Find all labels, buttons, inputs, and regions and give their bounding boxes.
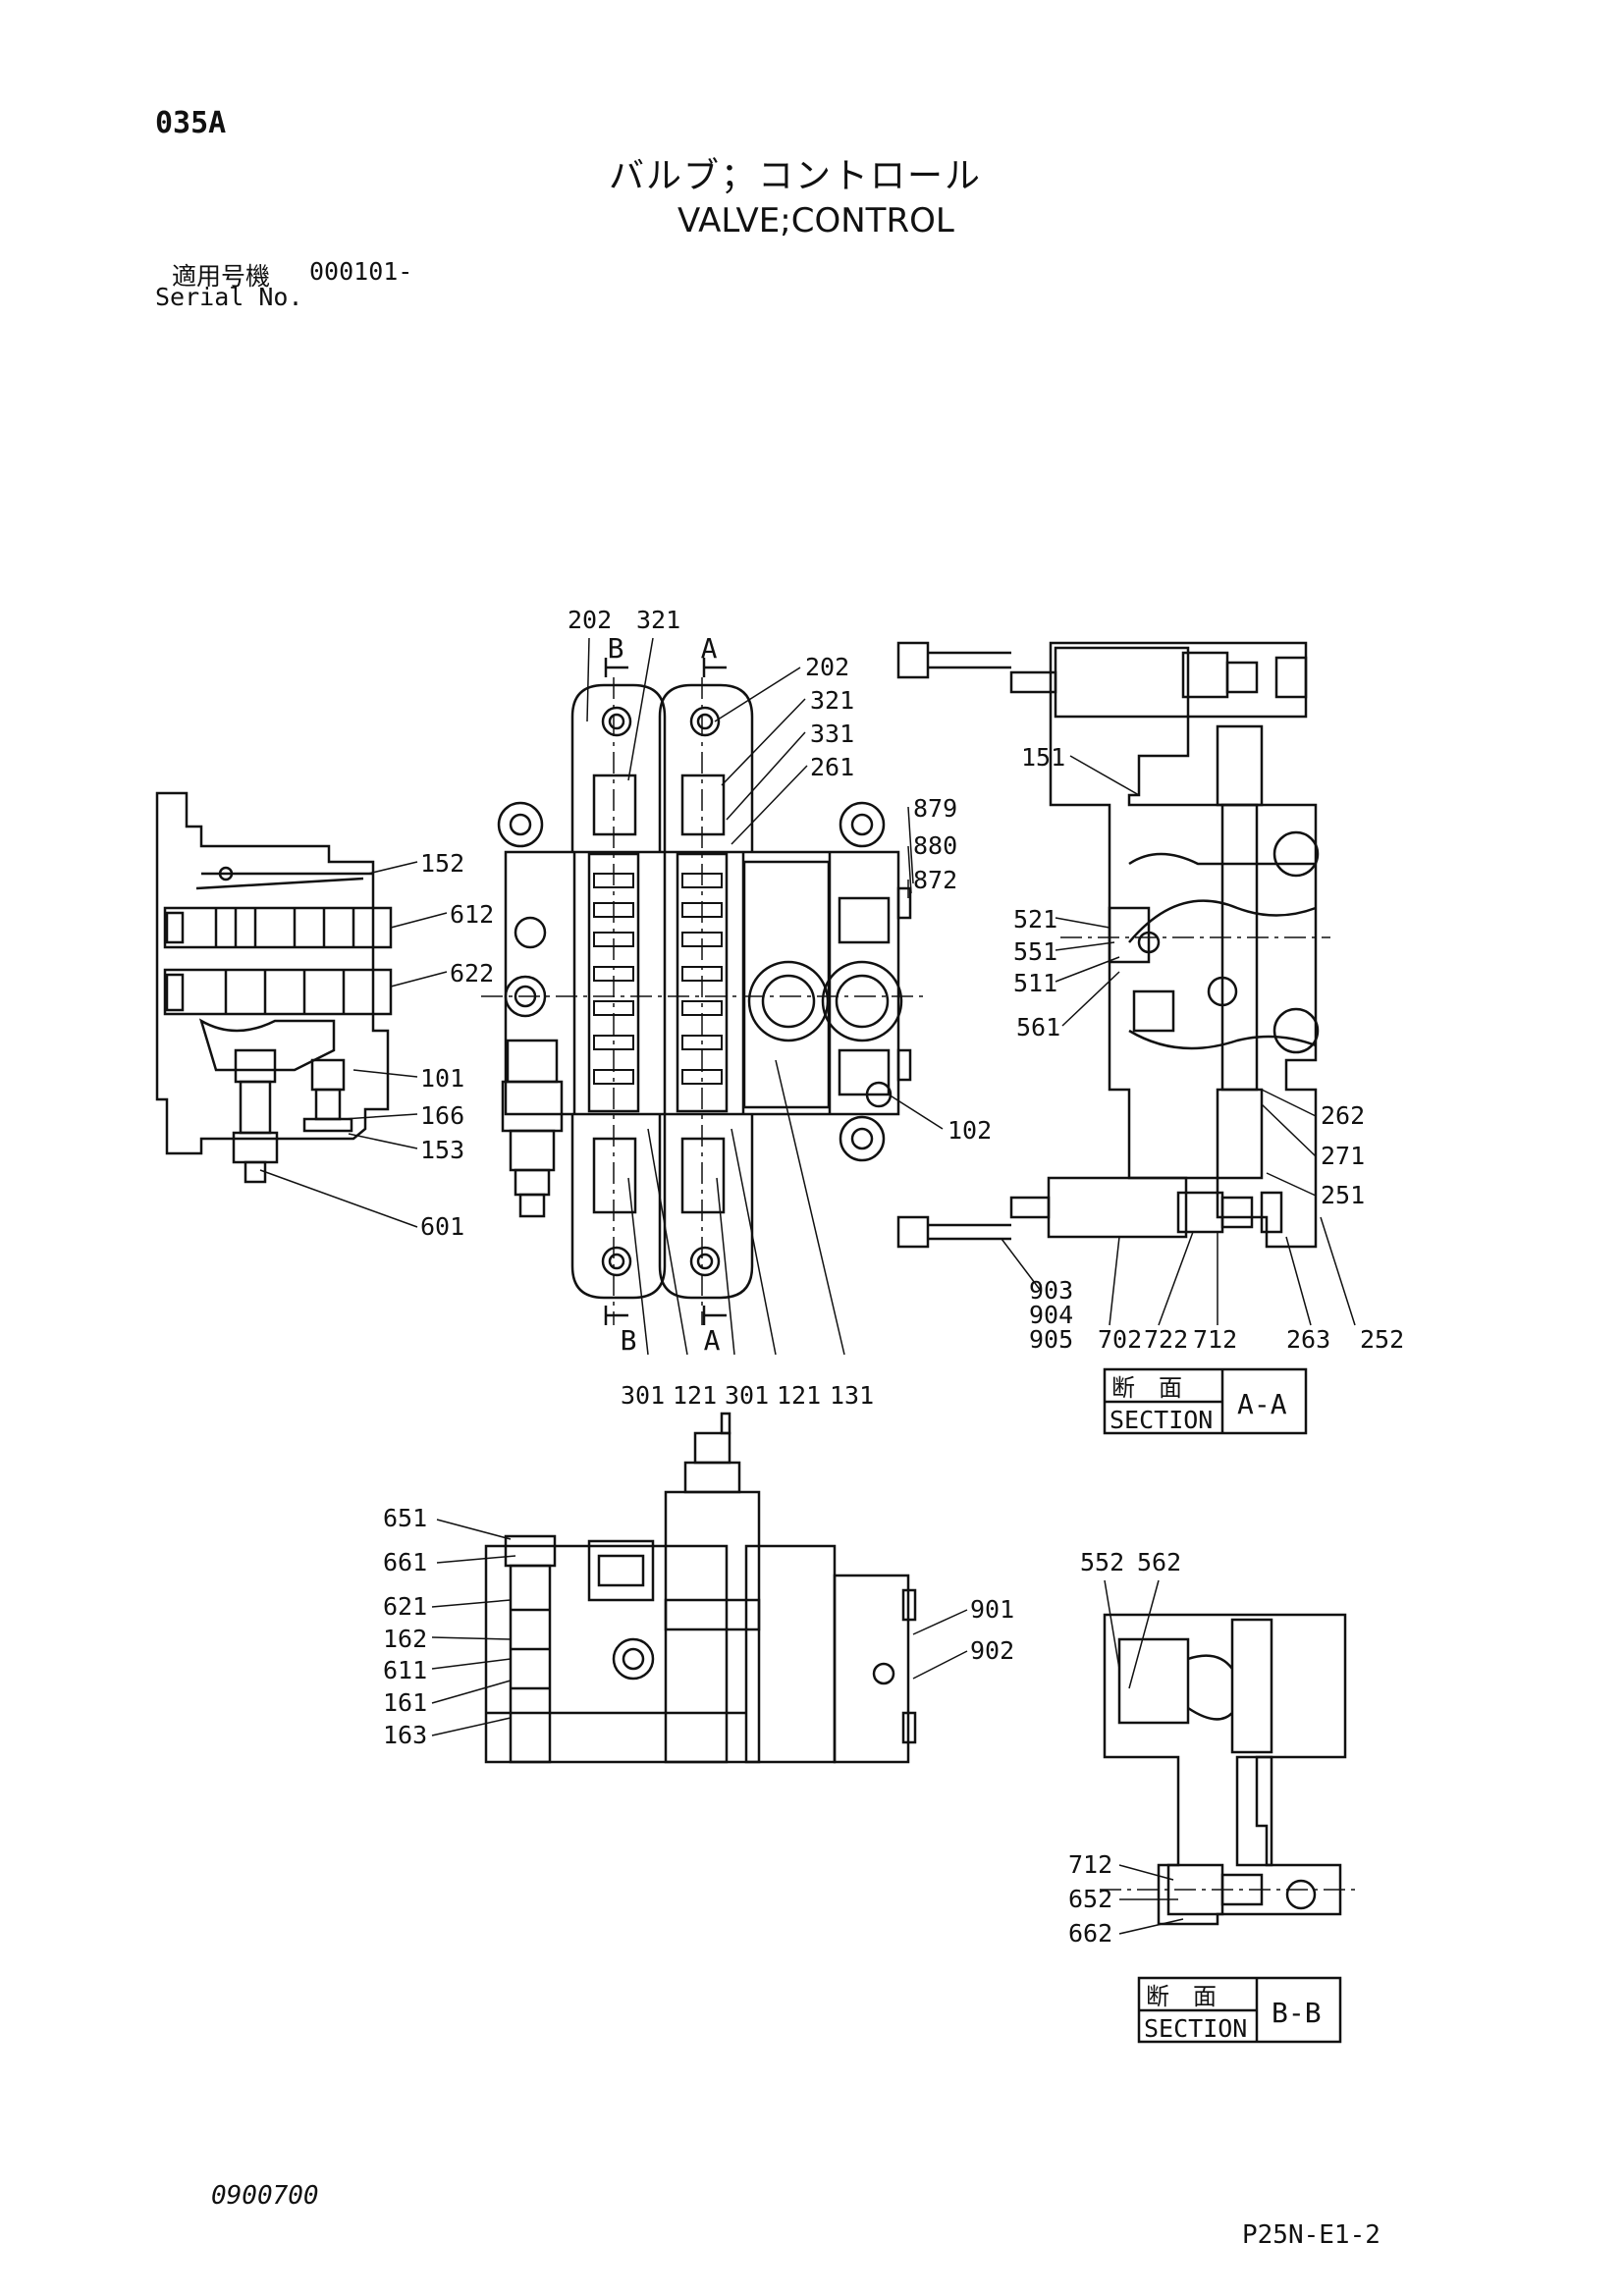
callout-622: 622 bbox=[450, 959, 494, 988]
callout-722: 722 bbox=[1144, 1325, 1188, 1354]
callout-872: 872 bbox=[913, 866, 957, 894]
section-aa-id: A-A bbox=[1237, 1388, 1287, 1420]
callout-621: 621 bbox=[383, 1592, 427, 1621]
callout-904: 904 bbox=[1029, 1301, 1073, 1329]
callout-152: 152 bbox=[420, 849, 464, 878]
callout-702: 702 bbox=[1098, 1325, 1142, 1354]
callout-162: 162 bbox=[383, 1625, 427, 1653]
callout-166: 166 bbox=[420, 1101, 464, 1130]
section-aa-view bbox=[896, 641, 1330, 1435]
callout-101: 101 bbox=[420, 1064, 464, 1093]
callout-321: 321 bbox=[636, 606, 680, 634]
callout-153: 153 bbox=[420, 1136, 464, 1164]
section-bb-jp: 断 面 bbox=[1146, 1983, 1217, 2010]
callout-151: 151 bbox=[1021, 743, 1065, 772]
callout-321: 321 bbox=[810, 686, 854, 715]
callout-879: 879 bbox=[913, 794, 957, 823]
bottom-top-view bbox=[484, 1412, 917, 1764]
callout-121: 121 bbox=[777, 1381, 821, 1410]
section-bb-view bbox=[1100, 1613, 1360, 2044]
document-number: 0900700 bbox=[211, 2181, 319, 2211]
callout-903: 903 bbox=[1029, 1276, 1073, 1305]
callout-271: 271 bbox=[1321, 1142, 1365, 1170]
callout-262: 262 bbox=[1321, 1101, 1365, 1130]
cut-mark-a-top: A bbox=[701, 632, 718, 665]
callout-202: 202 bbox=[568, 606, 612, 634]
callout-252: 252 bbox=[1360, 1325, 1404, 1354]
callout-880: 880 bbox=[913, 831, 957, 860]
serial-label-english: Serial No. bbox=[155, 283, 303, 311]
callout-905: 905 bbox=[1029, 1325, 1073, 1354]
callout-511: 511 bbox=[1013, 969, 1057, 997]
section-aa-en: SECTION bbox=[1110, 1406, 1213, 1434]
center-front-view bbox=[481, 658, 923, 1325]
part-callouts: 202 321 202 321 331 261 879 880 872 102 … bbox=[383, 606, 1404, 1948]
cut-mark-a-bottom: A bbox=[704, 1324, 721, 1357]
callout-562: 562 bbox=[1137, 1548, 1181, 1576]
leader-lines bbox=[259, 637, 1356, 1935]
callout-601: 601 bbox=[420, 1212, 464, 1241]
callout-301: 301 bbox=[725, 1381, 769, 1410]
callout-163: 163 bbox=[383, 1721, 427, 1749]
callout-301: 301 bbox=[621, 1381, 665, 1410]
section-bb-en: SECTION bbox=[1144, 2014, 1247, 2043]
callout-131: 131 bbox=[830, 1381, 874, 1410]
callout-712: 712 bbox=[1068, 1850, 1112, 1879]
serial-value: 000101- bbox=[309, 257, 413, 286]
callout-612: 612 bbox=[450, 900, 494, 929]
sheet-reference: P25N-E1-2 bbox=[1242, 2220, 1380, 2250]
callout-661: 661 bbox=[383, 1548, 427, 1576]
left-side-view bbox=[155, 791, 393, 1184]
callout-611: 611 bbox=[383, 1656, 427, 1684]
callout-202: 202 bbox=[805, 653, 849, 681]
callout-263: 263 bbox=[1286, 1325, 1330, 1354]
callout-901: 901 bbox=[970, 1595, 1014, 1624]
callout-902: 902 bbox=[970, 1636, 1014, 1665]
section-bb-id: B-B bbox=[1272, 1997, 1322, 2029]
page-code: 035A bbox=[155, 106, 227, 140]
title-english: VALVE;CONTROL bbox=[677, 201, 954, 240]
serial-label-japanese: 適用号機 bbox=[172, 262, 271, 291]
callout-161: 161 bbox=[383, 1688, 427, 1717]
cut-mark-b-top: B bbox=[608, 632, 624, 665]
callout-651: 651 bbox=[383, 1504, 427, 1532]
callout-561: 561 bbox=[1016, 1013, 1060, 1041]
cut-mark-b-bottom: B bbox=[621, 1324, 637, 1357]
callout-551: 551 bbox=[1013, 937, 1057, 966]
callout-552: 552 bbox=[1080, 1548, 1124, 1576]
callout-261: 261 bbox=[810, 753, 854, 781]
callout-662: 662 bbox=[1068, 1919, 1112, 1948]
callout-712: 712 bbox=[1193, 1325, 1237, 1354]
callout-251: 251 bbox=[1321, 1181, 1365, 1209]
section-aa-jp: 断 面 bbox=[1111, 1374, 1182, 1402]
callout-652: 652 bbox=[1068, 1885, 1112, 1913]
callout-121: 121 bbox=[673, 1381, 717, 1410]
callout-102: 102 bbox=[947, 1116, 992, 1145]
callout-331: 331 bbox=[810, 720, 854, 748]
title-japanese: バルブ；コントロール bbox=[609, 156, 983, 196]
callout-521: 521 bbox=[1013, 905, 1057, 934]
